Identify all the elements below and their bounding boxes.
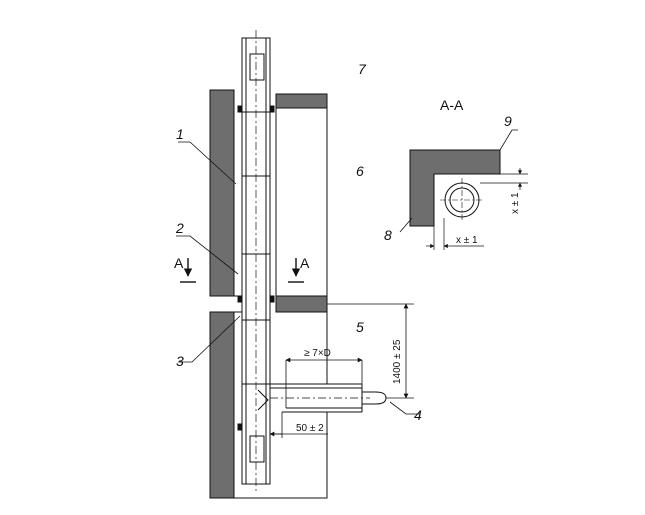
bottom-window: [249, 435, 265, 463]
callout-3: 3: [176, 353, 184, 369]
callout-6: 6: [356, 163, 364, 179]
callout-8: 8: [384, 227, 392, 243]
section-wall: [409, 149, 501, 227]
callout-2: 2: [175, 220, 184, 236]
dim-section-x-vertical: x ± 1: [510, 192, 521, 214]
dim-height: 1400 ± 25: [392, 339, 403, 384]
dimensions: [269, 303, 414, 438]
callout-4: 4: [414, 407, 422, 423]
callout-1: 1: [176, 126, 184, 142]
cut-markers: [180, 258, 304, 283]
elevation-view: [209, 30, 387, 499]
middle-slab: [275, 295, 328, 313]
dim-straight-run: ≥ 7×D: [304, 348, 331, 359]
dim-offset: 50 ± 2: [296, 423, 324, 434]
probe: [362, 391, 387, 405]
upper-slab: [275, 93, 328, 109]
section-label: A-A: [440, 97, 464, 113]
leaders: [176, 141, 420, 415]
dim-section-x-horizontal: x ± 1: [456, 235, 478, 246]
callout-5: 5: [356, 319, 364, 335]
left-wall-lower: [209, 311, 235, 499]
callout-7: 7: [358, 61, 367, 77]
cut-marker-right-label: A: [300, 255, 310, 271]
left-wall-upper: [209, 89, 235, 297]
section-a-a: [399, 129, 528, 250]
top-window: [249, 53, 265, 81]
callout-9: 9: [504, 113, 512, 129]
cut-marker-left-label: A: [174, 255, 184, 271]
